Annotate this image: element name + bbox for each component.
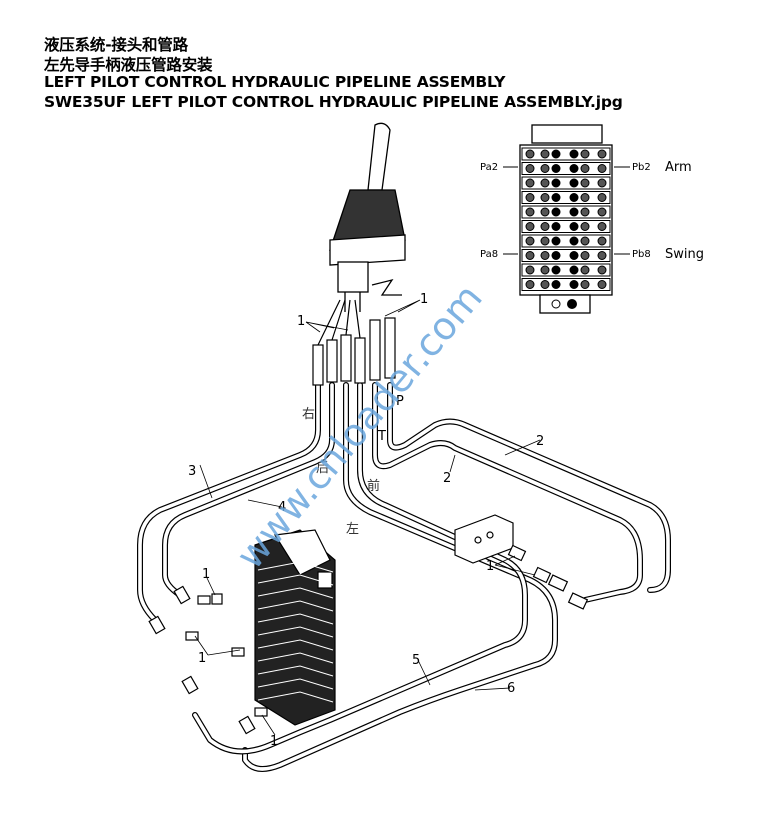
pilot-joystick <box>329 122 406 312</box>
direction-right: 右 <box>302 407 315 422</box>
port-label-pb2: Pb2 <box>632 162 651 173</box>
callout-5: 5 <box>412 653 420 668</box>
direction-left: 左 <box>346 522 359 537</box>
control-valve-top <box>519 124 613 314</box>
leader-lines <box>194 299 541 736</box>
watermark: www.cnloader.com <box>228 276 491 578</box>
callout-1: 1 <box>270 734 278 749</box>
callout-4: 4 <box>278 500 286 515</box>
function-label-swing: Swing <box>665 247 704 262</box>
joystick-fittings <box>312 299 396 386</box>
direction-rear: 后 <box>316 461 329 476</box>
callout-1: 1 <box>202 567 210 582</box>
port-label-pa8: Pa8 <box>480 249 498 260</box>
function-label-arm: Arm <box>665 160 692 175</box>
pipelines <box>137 382 671 772</box>
port-label-pb8: Pb8 <box>632 249 651 260</box>
title-filename: SWE35UF LEFT PILOT CONTROL HYDRAULIC PIP… <box>44 93 623 111</box>
callout-2: 2 <box>443 471 451 486</box>
callout-1: 1 <box>297 314 305 329</box>
callout-2: 2 <box>536 434 544 449</box>
manifold-block <box>454 514 589 610</box>
control-valve-bottom <box>254 529 336 726</box>
callout-1: 1 <box>420 292 428 307</box>
callout-3: 3 <box>188 464 196 479</box>
hose-fittings <box>148 585 268 735</box>
direction-front: 前 <box>367 478 380 494</box>
port-t: T <box>377 429 386 444</box>
title-chinese-2: 左先导手柄液压管路安装 <box>44 56 213 74</box>
callout-1: 1 <box>198 651 206 666</box>
port-label-pa2: Pa2 <box>480 162 498 173</box>
callout-6: 6 <box>507 681 515 696</box>
title-chinese-1: 液压系统-接头和管路 <box>44 36 188 54</box>
port-p: P <box>396 394 404 409</box>
callout-1: 1 <box>486 559 494 574</box>
title-english: LEFT PILOT CONTROL HYDRAULIC PIPELINE AS… <box>44 73 506 91</box>
